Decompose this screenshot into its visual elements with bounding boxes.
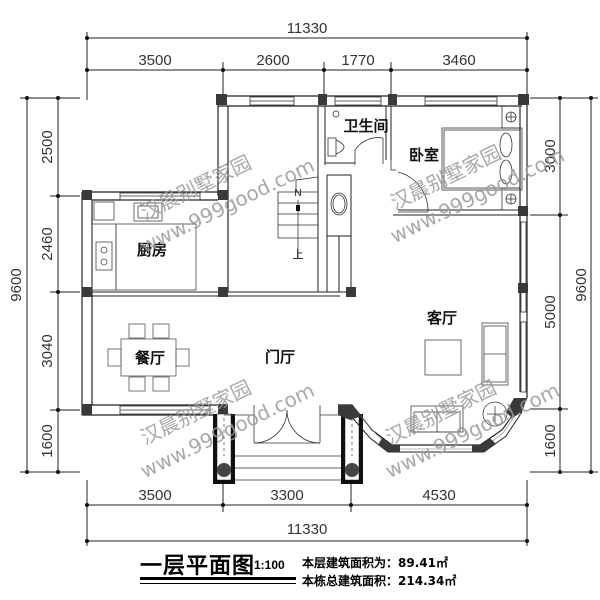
right-dimension-2: 5000 xyxy=(542,295,559,328)
top-total-dimension: 11330 xyxy=(287,20,328,37)
drawing-title: 一层平面图 xyxy=(140,554,256,579)
right-dimension-ticks xyxy=(558,96,593,474)
kitchen-label: 厨房 xyxy=(137,241,167,259)
bedroom-label: 卧室 xyxy=(409,146,439,164)
entrance-porch xyxy=(213,405,363,484)
top-dimension-4: 3460 xyxy=(442,52,475,69)
stair-up-label: 上 xyxy=(293,248,304,261)
bottom-dimension-chain xyxy=(86,480,528,546)
bathroom-fixtures xyxy=(327,110,384,216)
foyer-label: 门厅 xyxy=(265,348,295,366)
bottom-dimension-1: 3500 xyxy=(138,487,171,504)
bottom-dimension-3: 4530 xyxy=(422,487,455,504)
dining-table xyxy=(107,323,190,392)
left-dimension-ticks xyxy=(25,96,60,474)
top-dimension-3: 1770 xyxy=(341,52,374,69)
total-area-label: 本栋总建筑面积： xyxy=(302,574,399,588)
bedroom-fixtures xyxy=(390,105,523,213)
kitchen-fixtures xyxy=(91,201,197,291)
living-room-furniture xyxy=(410,322,509,433)
bottom-dimension-ticks xyxy=(85,503,529,543)
stair-marker xyxy=(296,205,300,211)
left-dimension-1: 2500 xyxy=(39,130,56,163)
interior-walls xyxy=(82,106,527,297)
bottom-dimension-2: 3300 xyxy=(270,487,303,504)
bay-window xyxy=(338,397,528,453)
drawing-scale: 1:100 xyxy=(254,558,285,572)
left-dimension-4: 1600 xyxy=(39,424,56,457)
total-area-line: 本栋总建筑面积：214.34㎡ xyxy=(302,572,456,589)
dining-label: 餐厅 xyxy=(135,349,165,367)
watermark-bottom-right: 汉晨别墅家园 www.999good.com xyxy=(381,375,563,483)
floor-area-label: 本层建筑面积为： xyxy=(302,556,399,570)
stair-north-arrow: N xyxy=(294,188,301,199)
title-underline-thin xyxy=(140,583,296,584)
floor-area-line: 本层建筑面积为：89.41㎡ xyxy=(302,554,448,571)
living-room-label: 客厅 xyxy=(426,309,457,327)
left-dimension-2: 2460 xyxy=(39,227,56,260)
watermark-top-right: 汉晨别墅家园 www.999good.com xyxy=(386,140,568,248)
left-total-dimension: 9600 xyxy=(8,268,25,301)
right-dimension-3: 1600 xyxy=(542,424,559,457)
total-area-value: 214.34㎡ xyxy=(398,574,457,588)
top-dimension-1: 3500 xyxy=(138,52,171,69)
title-underline-thick xyxy=(140,577,296,580)
structural-columns xyxy=(82,94,529,415)
bathroom-label: 卫生间 xyxy=(343,117,388,135)
right-total-dimension: 9600 xyxy=(573,268,590,301)
windows xyxy=(119,96,527,415)
floor-area-value: 89.41㎡ xyxy=(398,556,448,570)
top-dimension-ticks xyxy=(85,36,529,72)
bottom-total-dimension: 11330 xyxy=(287,521,328,538)
top-dimension-2: 2600 xyxy=(256,52,289,69)
right-dimension-1: 3000 xyxy=(542,139,559,172)
left-dimension-3: 3040 xyxy=(39,334,56,367)
